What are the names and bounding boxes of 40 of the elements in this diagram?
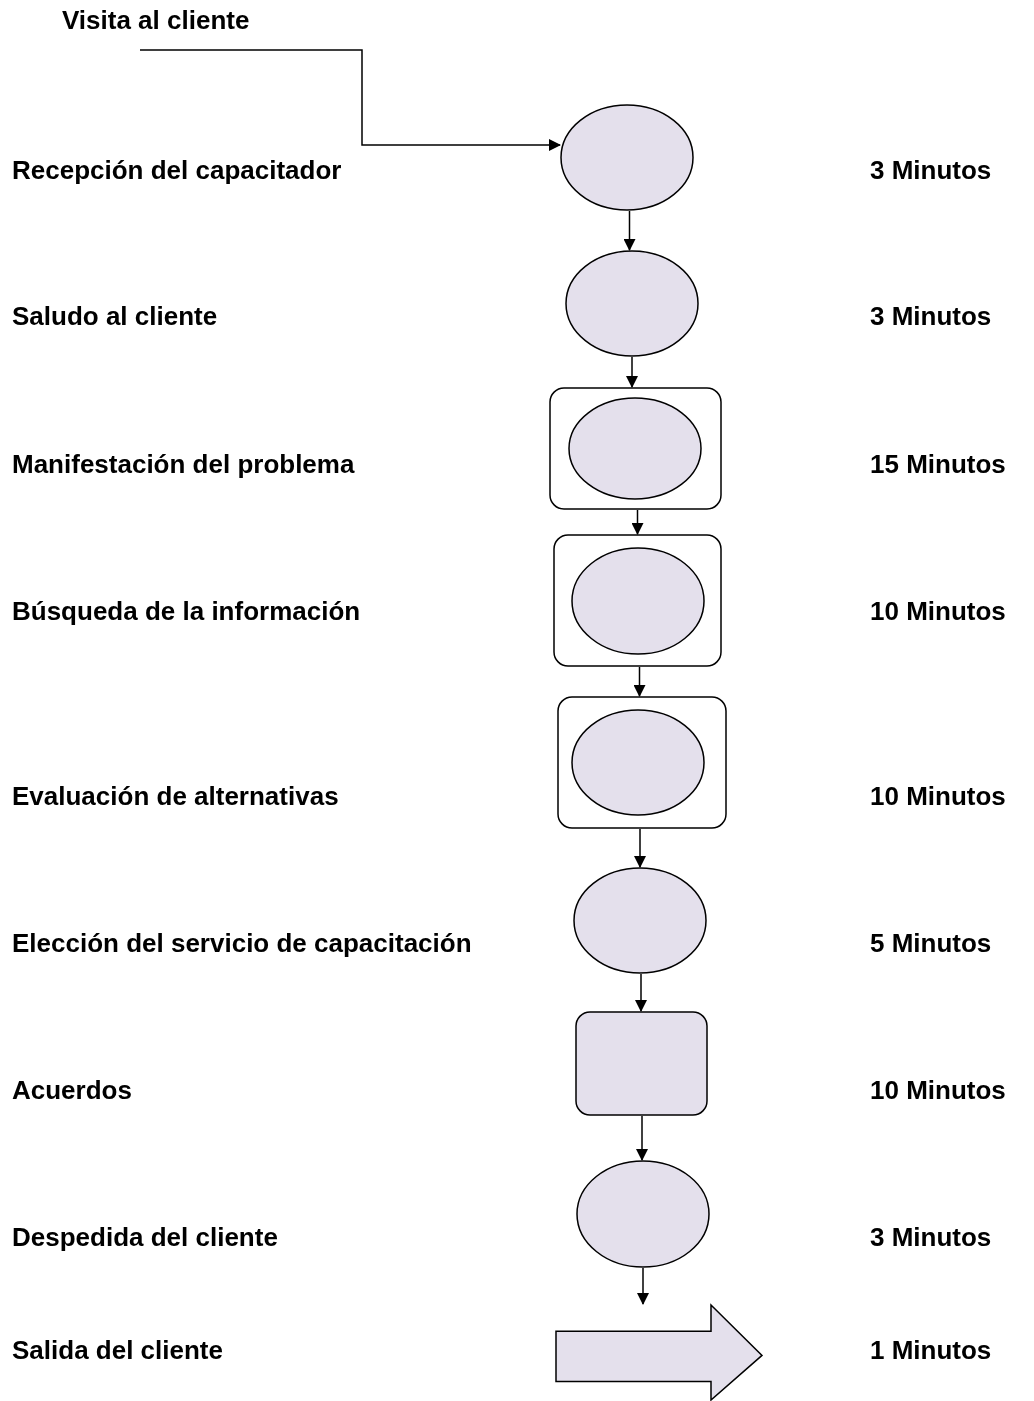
arrow (634, 828, 646, 868)
arrow (139, 49, 561, 151)
step-label: Búsqueda de la información (12, 596, 361, 626)
start-label: Visita al cliente (62, 5, 250, 35)
arrow (626, 356, 638, 388)
step-label: Elección del servicio de capacitación (12, 928, 472, 958)
step-label: Salida del cliente (12, 1335, 223, 1365)
rounded-box (557, 696, 727, 829)
arrow (636, 1115, 648, 1161)
process-circle (560, 104, 694, 211)
rounded-box (553, 534, 722, 667)
duration-label: 3 Minutos (870, 301, 992, 331)
step-label: Acuerdos (12, 1075, 132, 1105)
step-label: Manifestación del problema (12, 449, 355, 479)
duration-label: 5 Minutos (870, 928, 992, 958)
rounded-box (549, 387, 722, 510)
arrow (623, 210, 636, 251)
process-circle (568, 397, 702, 500)
exit-arrow-shape (555, 1304, 763, 1401)
arrow (633, 666, 646, 697)
arrow (637, 1267, 649, 1305)
arrow (635, 973, 647, 1012)
rounded-box (575, 1011, 708, 1116)
duration-label: 10 Minutos (870, 781, 1006, 811)
process-circle (576, 1160, 710, 1268)
process-circle (573, 867, 707, 974)
step-label: Recepción del capacitador (12, 155, 342, 185)
duration-label: 10 Minutos (870, 596, 1006, 626)
duration-label: 15 Minutos (870, 449, 1006, 479)
arrow (631, 509, 644, 535)
step-label: Evaluación de alternativas (12, 781, 339, 811)
duration-label: 1 Minutos (870, 1335, 992, 1365)
process-circle (571, 547, 705, 655)
process-circle (565, 250, 699, 357)
duration-label: 3 Minutos (870, 1222, 992, 1252)
duration-label: 10 Minutos (870, 1075, 1006, 1105)
duration-label: 3 Minutos (870, 155, 992, 185)
process-circle (571, 709, 705, 816)
step-label: Despedida del cliente (12, 1222, 278, 1252)
step-label: Saludo al cliente (12, 301, 218, 331)
